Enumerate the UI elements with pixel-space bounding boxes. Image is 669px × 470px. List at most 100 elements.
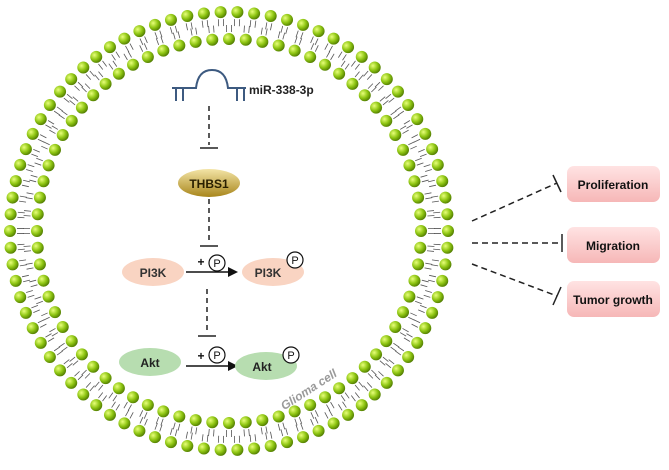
- lipid-tail: [244, 26, 245, 33]
- lipid-tail: [311, 412, 314, 418]
- lipid-tail: [78, 375, 83, 380]
- lipid-tail: [125, 410, 128, 416]
- lipid-head: [333, 68, 345, 80]
- lipid-tail: [85, 373, 90, 378]
- lipid-tail: [33, 149, 39, 152]
- lipid-head: [403, 291, 415, 303]
- lipid-head: [297, 431, 309, 443]
- lipid-tail: [432, 260, 439, 261]
- plus-sign: +: [197, 255, 204, 269]
- lipid-tail: [191, 427, 192, 434]
- lipid-tail: [209, 429, 210, 436]
- lipid-head: [157, 405, 169, 417]
- lipid-head: [402, 351, 414, 363]
- lipid-head: [38, 175, 50, 187]
- lipid-head: [402, 99, 414, 111]
- lipid-tail: [249, 26, 250, 33]
- lipid-head: [32, 242, 44, 254]
- lipid-tail: [140, 39, 143, 45]
- lipid-tail: [414, 320, 420, 323]
- lipid-tail: [196, 427, 197, 434]
- lipid-tail: [355, 64, 359, 70]
- lipid-head: [441, 242, 453, 254]
- lipid-head: [333, 382, 345, 394]
- lipid-head: [57, 129, 69, 141]
- lipid-tail: [23, 180, 30, 182]
- lipid-head: [346, 78, 358, 90]
- lipid-tail: [425, 169, 432, 171]
- lipid-tail: [315, 410, 318, 416]
- lipid-tail: [368, 84, 373, 89]
- lipid-tail: [338, 404, 342, 410]
- lipid-tail: [128, 405, 131, 411]
- lipid-head: [328, 417, 340, 429]
- lipid-tail: [425, 198, 432, 199]
- lipid-tail: [286, 27, 288, 34]
- lipid-tail: [391, 347, 397, 351]
- lipid-head: [356, 399, 368, 411]
- lipid-tail: [418, 310, 424, 313]
- lipid-head: [256, 414, 268, 426]
- lipid-head: [65, 377, 77, 389]
- lipid-tail: [113, 395, 117, 401]
- lipid-tail: [67, 363, 72, 368]
- lipid-head: [10, 275, 22, 287]
- lipid-head: [38, 275, 50, 287]
- lipid-tail: [27, 268, 34, 269]
- lipid-head: [389, 129, 401, 141]
- lipid-head: [190, 414, 202, 426]
- lipid-tail: [207, 20, 208, 27]
- lipid-tail: [24, 251, 31, 252]
- lipid-head: [54, 364, 66, 376]
- lipid-tail: [325, 412, 328, 418]
- lipid-tail: [23, 280, 30, 282]
- lipid-head: [397, 144, 409, 156]
- lipid-tail: [161, 419, 163, 426]
- lipid-tail: [155, 423, 157, 430]
- lipid-head: [76, 102, 88, 114]
- lipid-head: [149, 431, 161, 443]
- lipid-tail: [266, 29, 267, 36]
- lipid-tail: [418, 149, 424, 152]
- lipid-tail: [355, 393, 359, 399]
- lipid-head: [215, 6, 227, 18]
- lipid-head: [190, 36, 202, 48]
- lipid-tail: [386, 94, 391, 99]
- lipid-head: [419, 322, 431, 334]
- lipid-tail: [244, 429, 245, 436]
- lipid-tail: [378, 86, 383, 91]
- lipid-head: [104, 41, 116, 53]
- inhibition-thbs1-pi3k: [200, 199, 218, 246]
- phosphate-label: P: [287, 350, 294, 362]
- lipid-head: [57, 321, 69, 333]
- lipid-head: [5, 242, 17, 254]
- lipid-head: [265, 10, 277, 22]
- lipid-head: [157, 45, 169, 57]
- lipid-head: [342, 41, 354, 53]
- lipid-head: [304, 51, 316, 63]
- lipid-tail: [145, 419, 148, 425]
- lipid-head: [439, 258, 451, 270]
- lipid-head: [44, 351, 56, 363]
- lipid-tail: [24, 246, 31, 247]
- lipid-tail: [395, 107, 401, 111]
- lipid-tail: [403, 328, 409, 331]
- lipid-tail: [160, 425, 162, 432]
- lipid-tail: [49, 328, 55, 331]
- lipid-tail: [408, 142, 414, 145]
- mirna-label: miR-338-3p: [249, 83, 314, 97]
- lipid-tail: [283, 33, 285, 40]
- lipid-tail: [415, 158, 422, 160]
- lipid-head: [165, 14, 177, 26]
- lipid-tail: [364, 71, 369, 76]
- lipid-tail: [410, 146, 416, 149]
- plus-sign: +: [197, 349, 204, 363]
- outcome-label: Migration: [586, 239, 640, 253]
- lipid-tail: [341, 395, 345, 401]
- lipid-tail: [86, 382, 91, 387]
- lipid-tail: [255, 434, 256, 441]
- lipid-tail: [301, 423, 303, 430]
- lipid-tail: [33, 310, 39, 313]
- lipid-head: [370, 348, 382, 360]
